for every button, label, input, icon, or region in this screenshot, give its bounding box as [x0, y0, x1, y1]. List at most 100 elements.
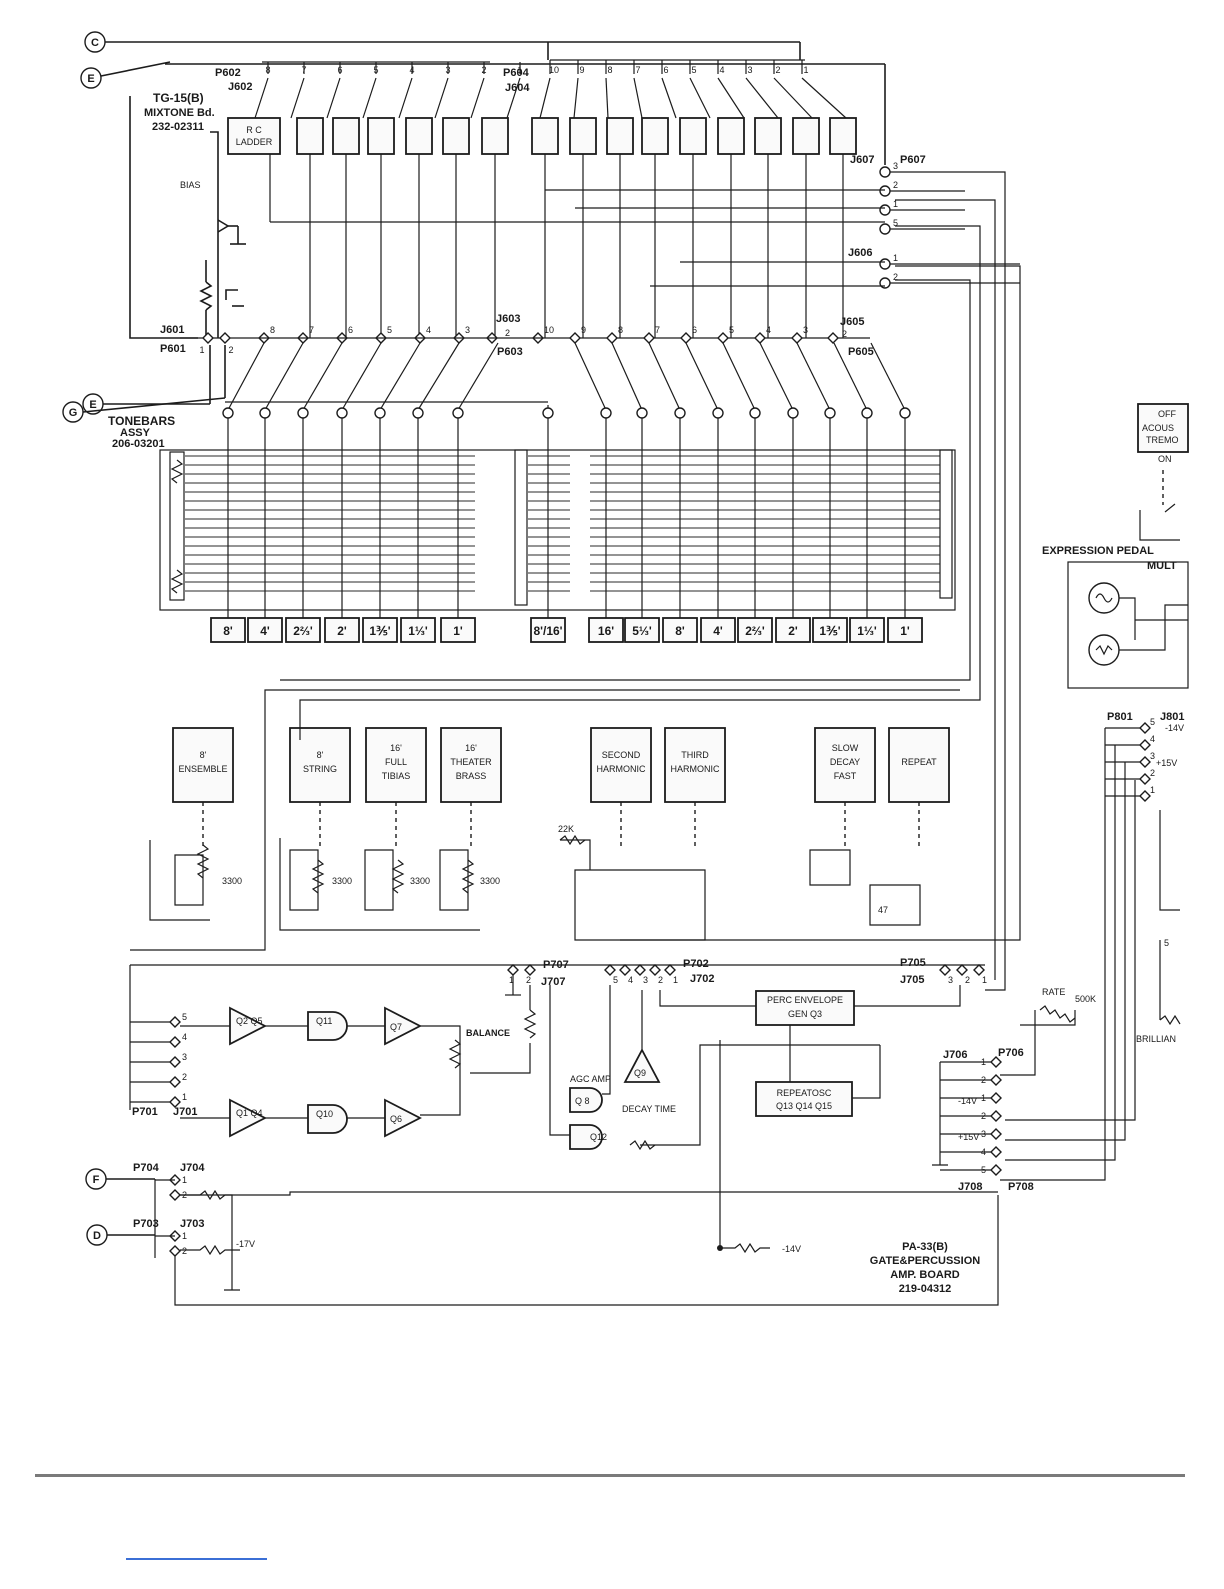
- tonebar-footage-label: 2⅔': [293, 624, 313, 638]
- j603-label: J603: [496, 313, 520, 325]
- perc-envelope-gen: PERC ENVELOPE GEN Q3: [755, 990, 855, 1026]
- terminal-g: G: [62, 345, 226, 423]
- tonebar-footage[interactable]: [530, 617, 566, 643]
- tonebar-footage[interactable]: [624, 617, 660, 643]
- voicing-tab[interactable]: REPEAT: [888, 727, 950, 850]
- svg-text:Q1 Q4: Q1 Q4: [236, 1108, 263, 1118]
- gate-percussion-board-label: PA-33(B) GATE&PERCUSSION AMP. BOARD 219-…: [870, 1241, 980, 1295]
- voicing-tab[interactable]: 8'STRING: [289, 727, 351, 850]
- tonebar-footage[interactable]: [812, 617, 848, 643]
- svg-text:PA-33(B): PA-33(B): [902, 1241, 948, 1253]
- pin-number: 7: [309, 325, 314, 335]
- svg-text:E: E: [89, 399, 96, 411]
- p602-label: P602: [215, 67, 241, 79]
- voicing-tab-label: SLOW: [832, 743, 859, 753]
- p701-label: P701: [132, 1106, 158, 1118]
- tonebar-footage-label: 2⅔': [745, 624, 765, 638]
- tonebar-footage[interactable]: [887, 617, 923, 643]
- tonebar-footage[interactable]: [440, 617, 476, 643]
- tonebar-footage[interactable]: [588, 617, 624, 643]
- voicing-tab[interactable]: 8'ENSEMBLE: [172, 727, 234, 850]
- tonebar-footage[interactable]: [737, 617, 773, 643]
- pin-number: 4: [426, 325, 431, 335]
- pin-number: 1: [803, 65, 808, 75]
- p701-pin: [169, 1056, 181, 1068]
- tonebar-contact: [600, 407, 612, 419]
- decay-q12: Q12 DECAY TIME: [569, 1104, 676, 1151]
- decay-time-label: DECAY TIME: [622, 1104, 676, 1114]
- svg-text:Q2 Q5: Q2 Q5: [236, 1016, 263, 1026]
- p601-pin: [219, 332, 231, 344]
- p607-pin: [879, 166, 891, 178]
- mixtone-module: [332, 117, 360, 155]
- svg-text:GATE&PERCUSSION: GATE&PERCUSSION: [870, 1255, 980, 1267]
- tonebar-contact: [636, 407, 648, 419]
- svg-text:Q12: Q12: [590, 1132, 607, 1142]
- pin-number: 8: [265, 65, 270, 75]
- p607-pin: [879, 185, 891, 197]
- footer-link-underline[interactable]: [126, 1558, 267, 1560]
- terminal-d: D: [86, 1224, 155, 1246]
- voicing-tabs: 8'ENSEMBLE 8'STRING16'FULLTIBIAS16'THEATE…: [172, 727, 950, 850]
- pin-number: 5: [373, 65, 378, 75]
- tonebar-footage[interactable]: [210, 617, 246, 643]
- tonebars-right-group: 16'5⅓'8'4'2⅔'2'1⅗'1⅓'1': [588, 617, 923, 643]
- svg-text:E: E: [87, 73, 94, 85]
- pin-number: 3: [182, 1052, 187, 1062]
- tonebar-footage-label: 8'/16': [533, 624, 562, 638]
- pin-number: 7: [301, 65, 306, 75]
- terminal-c: C: [84, 31, 801, 60]
- tonebar-footage-label: 2': [337, 624, 347, 638]
- j705-label: J705: [900, 974, 924, 986]
- pin-number: 4: [409, 65, 414, 75]
- tonebar-footage[interactable]: [662, 617, 698, 643]
- svg-text:3300: 3300: [410, 876, 430, 886]
- tonebar-footage[interactable]: [400, 617, 436, 643]
- tonebars-left-group: 8'4'2⅔'2'1⅗'1⅓'1': [210, 617, 476, 643]
- pin-number: 3: [643, 975, 648, 985]
- tonebar-footage-label: 1': [453, 624, 463, 638]
- pin-number: 2: [893, 180, 898, 190]
- mixtone-module: [481, 117, 509, 155]
- p601-label: P601: [160, 343, 186, 355]
- r22k-label: 22K: [558, 824, 574, 834]
- pin-number: 1: [982, 975, 987, 985]
- tonebar-footage-label: 1': [900, 624, 910, 638]
- voicing-tab-label: 8': [200, 750, 207, 760]
- tonebar-contact: [712, 407, 724, 419]
- svg-text:5: 5: [1164, 938, 1169, 948]
- pin-number: 3: [893, 161, 898, 171]
- mixtone-module: [717, 117, 745, 155]
- p708-pin: [990, 1128, 1002, 1140]
- p705-pin: [956, 964, 968, 976]
- p801-label: P801: [1107, 711, 1133, 723]
- tonebar-footage[interactable]: [324, 617, 360, 643]
- pin-number: 1: [517, 65, 522, 75]
- svg-text:F: F: [93, 1174, 100, 1186]
- svg-text:TG-15(B): TG-15(B): [153, 91, 204, 105]
- repeat-osc: REPEATOSC Q13 Q14 Q15: [755, 1081, 853, 1117]
- tonebar-footage[interactable]: [775, 617, 811, 643]
- p703-pins: 12: [169, 1230, 187, 1257]
- tonebar-contact: [542, 407, 554, 419]
- tonebar-footage[interactable]: [849, 617, 885, 643]
- p605-pin: [569, 332, 581, 344]
- tonebar-footage[interactable]: [700, 617, 736, 643]
- p605-pin: [643, 332, 655, 344]
- svg-text:Q10: Q10: [316, 1109, 333, 1119]
- tonebar-footage[interactable]: [285, 617, 321, 643]
- tonebar-footage[interactable]: [247, 617, 283, 643]
- svg-text:-14V: -14V: [782, 1244, 801, 1254]
- pin-number: 5: [729, 325, 734, 335]
- tonebar-footage-label: 4': [260, 624, 270, 638]
- mixtone-modules: [296, 117, 857, 338]
- amp-q6: Q6: [384, 1098, 422, 1138]
- svg-text:2: 2: [505, 328, 510, 338]
- tonebar-footage[interactable]: [362, 617, 398, 643]
- terminal-f: F: [85, 1168, 155, 1190]
